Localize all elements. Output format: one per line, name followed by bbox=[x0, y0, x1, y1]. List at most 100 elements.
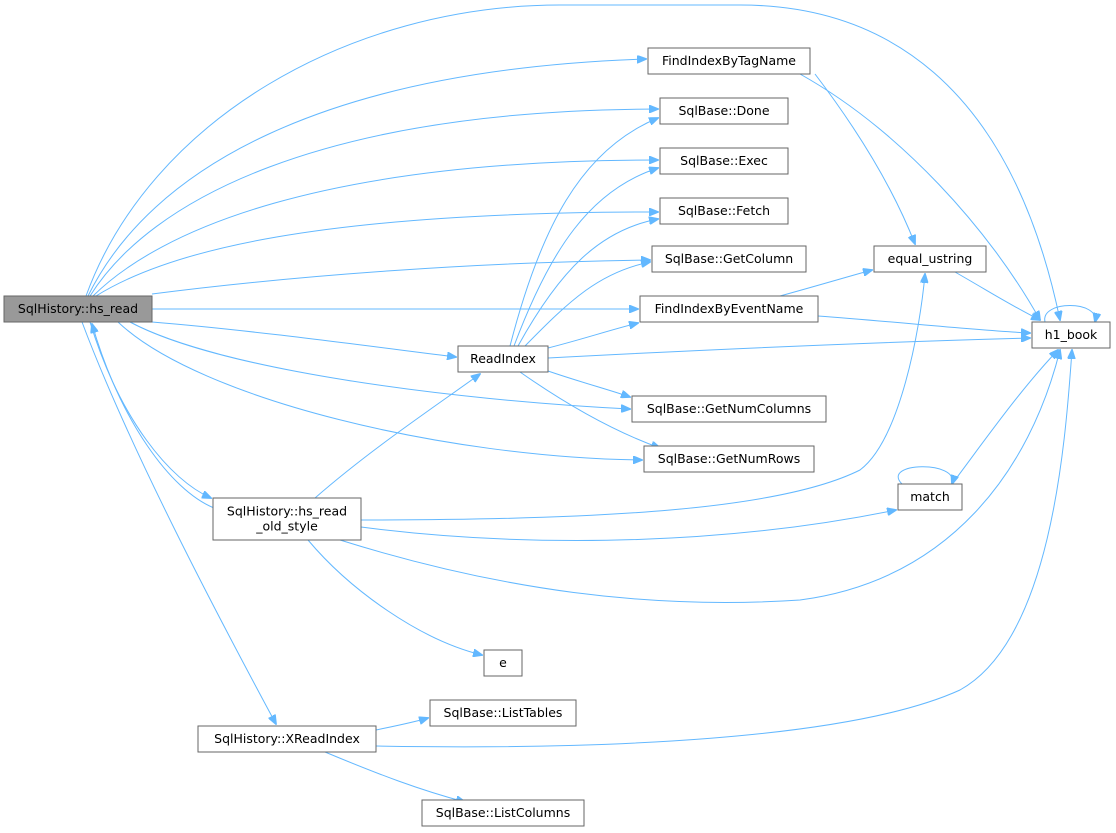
edge-path bbox=[81, 321, 276, 724]
edge-XReadIndex-to-ListTables bbox=[375, 718, 428, 731]
edge-path bbox=[87, 59, 646, 297]
edge-path bbox=[547, 323, 638, 349]
edge-ReadIndex-to-GetNumRows bbox=[519, 371, 660, 448]
edge-hs_read_old_style-to-h1_book bbox=[339, 350, 1060, 603]
edge-ReadIndex-to-Fetch bbox=[517, 219, 658, 347]
edge-path bbox=[339, 350, 1060, 603]
node-box bbox=[212, 497, 362, 541]
node-hs_read_old_style[interactable]: SqlHistory::hs_read_old_style bbox=[212, 497, 362, 541]
node-GetColumn[interactable]: SqlBase::GetColumn bbox=[651, 245, 807, 273]
node-label: SqlHistory::hs_read bbox=[18, 301, 138, 316]
node-ReadIndex[interactable]: ReadIndex bbox=[457, 345, 549, 373]
edge-path bbox=[524, 262, 650, 347]
edge-path bbox=[129, 321, 630, 409]
edge-hs_read-to-Exec bbox=[92, 160, 658, 297]
edge-hs_read-to-hs_read_old_style bbox=[89, 321, 211, 498]
node-label: h1_book bbox=[1045, 327, 1098, 342]
edge-path bbox=[375, 350, 1072, 748]
edge-path bbox=[314, 374, 480, 499]
node-box bbox=[643, 445, 815, 473]
node-box bbox=[873, 245, 987, 273]
node-label: match bbox=[910, 489, 950, 504]
node-box bbox=[3, 295, 153, 323]
edge-hs_read-to-GetNumColumns bbox=[129, 321, 630, 409]
nodes: SqlHistory::hs_read FindIndexByTagNameSql… bbox=[3, 47, 1111, 827]
edge-FindIndexByTagName-to-h1_book bbox=[799, 73, 1040, 320]
edge-path bbox=[799, 73, 1040, 320]
edge-ReadIndex-to-Done bbox=[509, 118, 658, 347]
edge-path bbox=[1044, 305, 1096, 323]
edge-FindIndexByEventName-to-h1_book bbox=[817, 315, 1030, 333]
node-FindIndexByEventName[interactable]: FindIndexByEventName bbox=[639, 295, 819, 323]
node-label: SqlBase::GetNumRows bbox=[658, 451, 800, 466]
edge-path bbox=[817, 315, 1030, 333]
node-e[interactable]: e bbox=[483, 649, 523, 677]
edge-hs_read-to-Fetch bbox=[95, 212, 658, 297]
node-match[interactable]: match bbox=[897, 483, 963, 511]
edge-ReadIndex-to-h1_book bbox=[547, 338, 1030, 359]
edge-path bbox=[89, 109, 658, 297]
edge-path bbox=[89, 321, 211, 498]
edge-ReadIndex-to-GetColumn bbox=[524, 262, 650, 347]
node-label: SqlBase::ListTables bbox=[444, 705, 563, 720]
edge-path bbox=[517, 219, 658, 347]
edge-match-to-h1_book bbox=[951, 350, 1058, 485]
node-label: SqlHistory::XReadIndex bbox=[214, 731, 360, 746]
edge-path bbox=[85, 4, 1060, 320]
node-Done[interactable]: SqlBase::Done bbox=[659, 97, 789, 125]
edge-hs_read_old_style-to-match bbox=[360, 510, 896, 541]
node-equal_ustring[interactable]: equal_ustring bbox=[873, 245, 987, 273]
edges bbox=[81, 4, 1096, 802]
node-box bbox=[651, 245, 807, 273]
edge-path bbox=[513, 168, 658, 347]
edge-path bbox=[360, 510, 896, 541]
node-box bbox=[897, 483, 963, 511]
edge-hs_read-to-GetColumn bbox=[151, 260, 650, 295]
node-label: SqlBase::Fetch bbox=[678, 203, 770, 218]
edge-path bbox=[151, 260, 650, 295]
edge-XReadIndex-to-ListColumns bbox=[324, 751, 465, 802]
node-ListColumns[interactable]: SqlBase::ListColumns bbox=[421, 799, 585, 827]
edge-path bbox=[951, 350, 1058, 485]
node-Fetch[interactable]: SqlBase::Fetch bbox=[659, 197, 789, 225]
node-label: e bbox=[499, 655, 507, 670]
node-box bbox=[659, 147, 789, 175]
node-label: equal_ustring bbox=[888, 251, 973, 266]
edge-path bbox=[779, 270, 872, 297]
node-box bbox=[631, 395, 827, 423]
edge-path bbox=[814, 73, 915, 244]
node-ListTables[interactable]: SqlBase::ListTables bbox=[429, 699, 577, 727]
edge-path bbox=[151, 321, 456, 357]
node-Exec[interactable]: SqlBase::Exec bbox=[659, 147, 789, 175]
node-GetNumColumns[interactable]: SqlBase::GetNumColumns bbox=[631, 395, 827, 423]
node-hs_read[interactable]: SqlHistory::hs_read bbox=[3, 295, 153, 323]
node-FindIndexByTagName[interactable]: FindIndexByTagName bbox=[647, 47, 811, 75]
edge-path bbox=[898, 466, 952, 484]
edge-path bbox=[375, 718, 428, 731]
node-box bbox=[1031, 321, 1111, 349]
node-label: ReadIndex bbox=[470, 351, 536, 366]
edge-path bbox=[92, 324, 215, 509]
node-h1_book[interactable]: h1_book bbox=[1031, 321, 1111, 349]
node-box bbox=[659, 97, 789, 125]
edge-ReadIndex-to-GetNumColumns bbox=[547, 370, 630, 397]
node-label: SqlBase::Exec bbox=[680, 153, 768, 168]
node-XReadIndex[interactable]: SqlHistory::XReadIndex bbox=[197, 725, 377, 753]
node-label: SqlHistory::hs_read_old_style bbox=[227, 504, 347, 534]
node-GetNumRows[interactable]: SqlBase::GetNumRows bbox=[643, 445, 815, 473]
edge-hs_read-to-h1_book bbox=[85, 4, 1060, 320]
edge-ReadIndex-to-Exec bbox=[513, 168, 658, 347]
edge-path bbox=[509, 118, 658, 347]
edge-path bbox=[954, 271, 1040, 320]
node-box bbox=[429, 699, 577, 727]
edge-hs_read-to-ReadIndex bbox=[151, 321, 456, 357]
edge-path bbox=[92, 160, 658, 297]
edge-path bbox=[95, 212, 658, 297]
edge-hs_read-to-Done bbox=[89, 109, 658, 297]
edge-match-to-match bbox=[898, 466, 952, 484]
edge-XReadIndex-to-h1_book bbox=[375, 350, 1072, 748]
edge-h1_book-to-h1_book bbox=[1044, 305, 1096, 323]
node-box bbox=[647, 47, 811, 75]
edge-ReadIndex-to-FindIndexByEventName bbox=[547, 323, 638, 349]
